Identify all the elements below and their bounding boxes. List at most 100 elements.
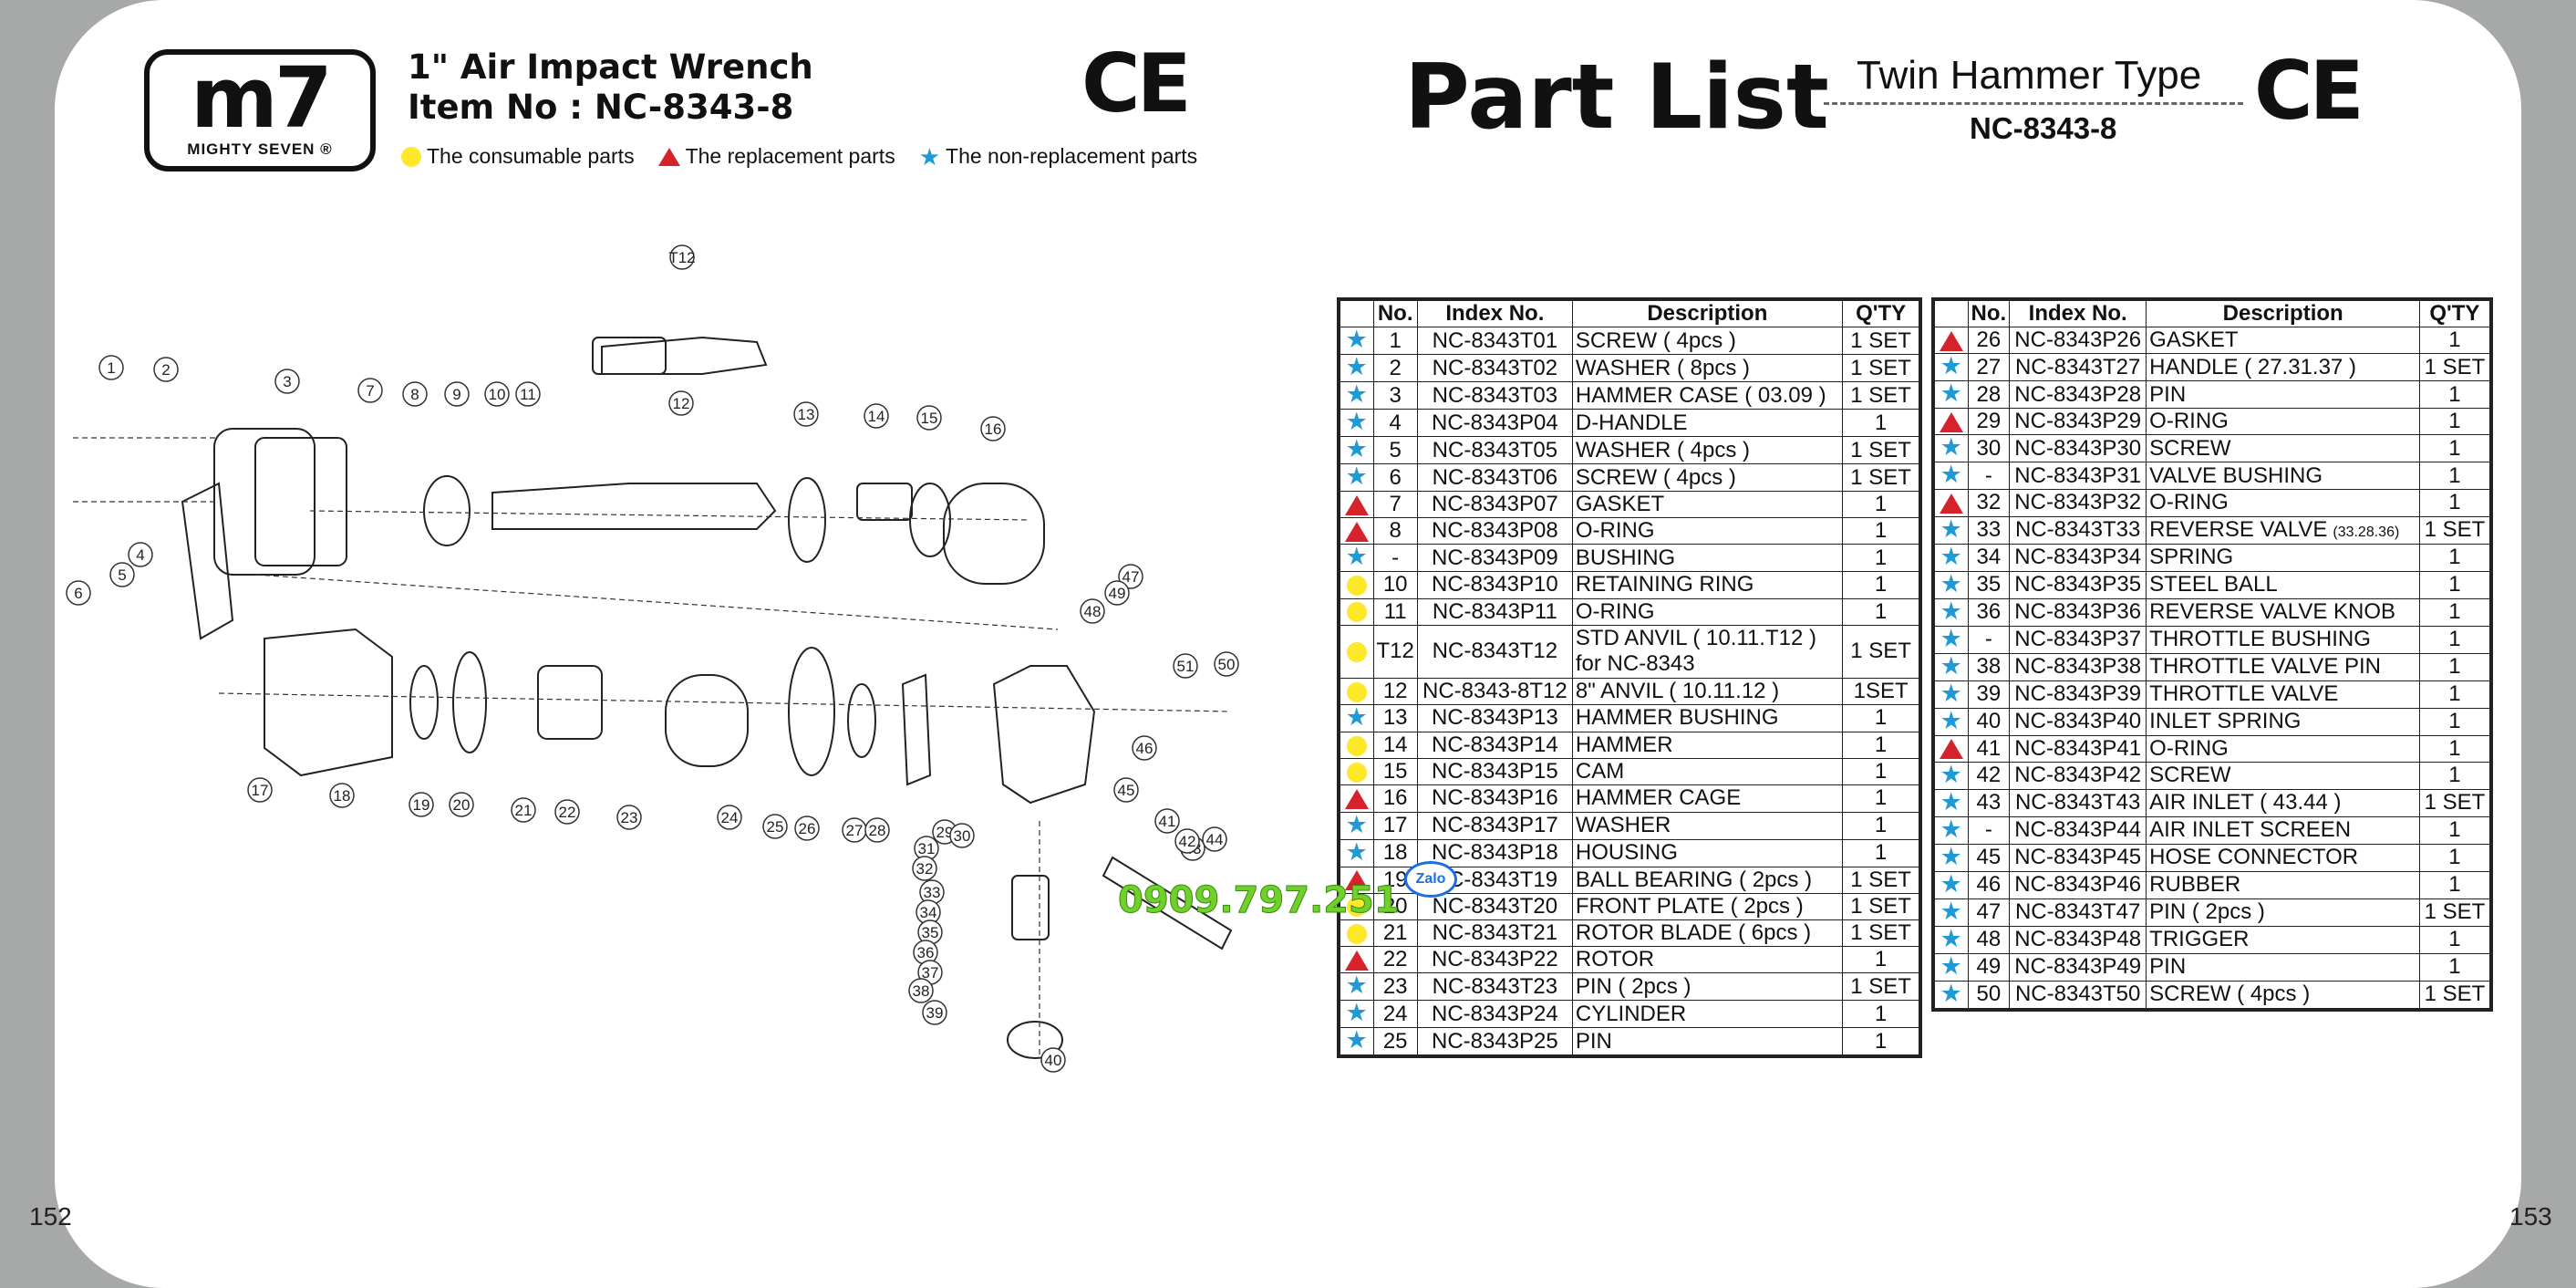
part-description: STEEL BALL <box>2146 570 2421 599</box>
part-index: NC-8343T20 <box>1416 892 1573 920</box>
part-description-text: SCREW <box>2149 435 2231 461</box>
blue-star-icon: ★ <box>1345 1026 1368 1054</box>
part-no: 21 <box>1372 919 1418 948</box>
part-description: STD ANVIL ( 10.11.T12 )for NC-8343 <box>1571 624 1843 679</box>
callout-label: 47 <box>1122 568 1140 586</box>
callout-circle <box>980 416 1006 441</box>
part-index: NC-8343T21 <box>1416 919 1573 948</box>
red-triangle-icon <box>1939 411 1963 432</box>
zalo-badge[interactable]: Zalo <box>1404 861 1457 898</box>
part-index: NC-8343P30 <box>2009 434 2147 463</box>
part-index: NC-8343P39 <box>2009 680 2147 709</box>
part-no: 48 <box>1967 925 2011 954</box>
callout-label: 12 <box>673 395 690 412</box>
mighty-seven-logo: m7 MIGHTY SEVEN ® <box>144 49 376 171</box>
callout-label: 49 <box>1109 585 1126 602</box>
callout-circle <box>949 823 975 848</box>
part-mark <box>1932 489 1969 517</box>
part-description: REVERSE VALVE KNOB <box>2146 597 2421 627</box>
part-index: NC-8343P38 <box>2009 652 2147 681</box>
part-mark: ★ <box>1338 463 1374 492</box>
callout-label: 40 <box>1045 1052 1062 1069</box>
diagram-outlines <box>181 336 1233 1059</box>
callout-circle <box>864 403 889 429</box>
part-qty: 1 <box>2419 843 2492 872</box>
part-qty: 1 <box>2419 489 2492 517</box>
part-mark: ★ <box>1932 570 1969 599</box>
part-no: 43 <box>1967 788 2011 817</box>
part-description: THROTTLE BUSHING <box>2146 625 2421 654</box>
part-qty: 1 <box>2419 625 2492 654</box>
part-mark <box>1338 677 1374 705</box>
callout-label: 32 <box>916 860 934 878</box>
part-index: NC-8343P48 <box>2009 925 2147 954</box>
part-qty: 1 <box>2419 326 2492 355</box>
part-qty: 1 <box>2419 952 2492 982</box>
part-index: NC-8343P04 <box>1416 409 1573 437</box>
callout-label: 45 <box>1118 782 1135 799</box>
callout-circle <box>793 401 819 427</box>
callout-circle <box>1118 564 1143 589</box>
part-qty: 1 <box>1841 1027 1921 1057</box>
part-description-text: HAMMER BUSHING <box>1575 705 1779 731</box>
red-triangle-icon <box>1344 521 1369 542</box>
part-description: WASHER ( 8pcs ) <box>1571 354 1843 382</box>
blue-star-icon: ★ <box>1345 353 1368 380</box>
part-qty: 1 <box>2419 761 2492 790</box>
part-description: AIR INLET SCREEN <box>2146 815 2421 845</box>
part-no: 29 <box>1967 408 2011 436</box>
part-description-line2: for NC-8343 <box>1575 651 1695 677</box>
yellow-dot-icon <box>1346 641 1367 662</box>
callout-label: 51 <box>1177 658 1195 675</box>
part-no: 23 <box>1372 972 1418 1002</box>
part-mark <box>1932 734 1969 763</box>
part-mark: ★ <box>1338 544 1374 573</box>
part-qty: 1 SET <box>2419 788 2492 817</box>
blue-star-icon: ★ <box>1345 408 1368 435</box>
part-no: 39 <box>1967 680 2011 709</box>
part-description: HOSE CONNECTOR <box>2146 843 2421 872</box>
part-mark: ★ <box>1932 788 1969 817</box>
diagram-leader-lines <box>73 437 1232 1058</box>
part-description-text: SCREW <box>2149 763 2231 788</box>
part-qty: 1 SET <box>1841 624 1921 679</box>
callout-label: 10 <box>489 386 506 403</box>
part-description: BUSHING <box>1571 544 1843 573</box>
item-number: Item No : NC-8343-8 <box>408 88 794 127</box>
callout-label: 2 <box>161 361 170 379</box>
part-index: NC-8343P40 <box>2009 707 2147 736</box>
part-description: HAMMER CASE ( 03.09 ) <box>1571 381 1843 410</box>
part-index: NC-8343P08 <box>1416 517 1573 545</box>
part-no: 40 <box>1967 707 2011 736</box>
part-description-text: ROTOR <box>1575 947 1655 972</box>
part-no: 28 <box>1967 380 2011 410</box>
callout-circle <box>1214 651 1239 677</box>
header-description: Description <box>2146 298 2421 327</box>
part-description-text: O-RING <box>2149 490 2229 515</box>
part-description-note: (33.28.36) <box>2333 525 2400 541</box>
callout-label: 19 <box>413 796 430 814</box>
part-mark: ★ <box>1338 1000 1374 1029</box>
part-index: NC-8343P16 <box>1416 784 1573 813</box>
part-index: NC-8343P28 <box>2009 380 2147 410</box>
legend-replacement: The replacement parts <box>657 144 895 169</box>
part-index: NC-8343P13 <box>1416 703 1573 732</box>
part-qty: 1 SET <box>2419 515 2492 545</box>
part-mark: ★ <box>1932 815 1969 845</box>
part-description-text: FRONT PLATE ( 2pcs ) <box>1575 893 1804 919</box>
part-description-text: AIR INLET ( 43.44 ) <box>2149 790 2342 815</box>
callout-circle <box>762 814 788 839</box>
part-description-text: TRIGGER <box>2149 927 2250 952</box>
part-no: 1 <box>1372 327 1418 355</box>
part-description: WASHER ( 4pcs ) <box>1571 436 1843 464</box>
red-triangle-icon <box>1344 950 1369 971</box>
part-no: 4 <box>1372 409 1418 437</box>
part-description-text: O-RING <box>1575 598 1655 624</box>
callout-label: 13 <box>798 406 815 423</box>
